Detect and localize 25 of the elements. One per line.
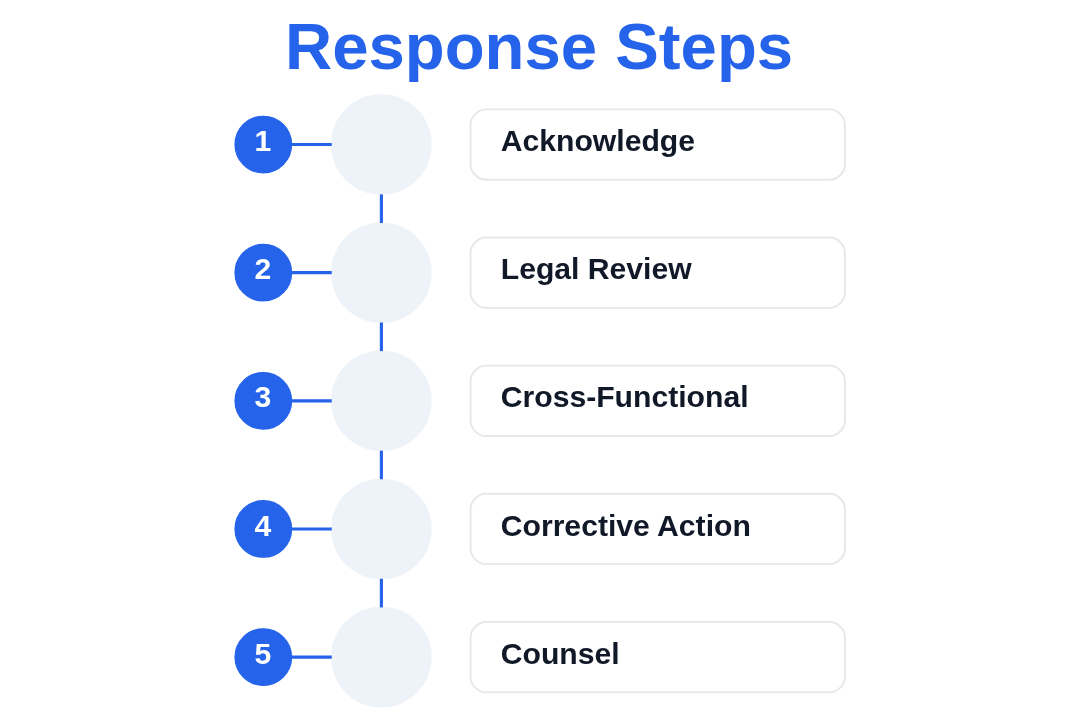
node-circle: 4: [234, 500, 293, 558]
node-box: Counsel: [469, 621, 846, 694]
connector: [291, 399, 332, 403]
diagram-title: Response Steps: [284, 10, 794, 84]
node-circle: [331, 478, 432, 580]
node-box: Legal Review: [469, 236, 846, 309]
node-circle: 2: [234, 243, 293, 302]
connector: [291, 142, 332, 147]
node-circle: [331, 606, 432, 708]
connector: [379, 322, 383, 352]
node-circle: 5: [234, 628, 293, 686]
connector: [379, 450, 383, 480]
node-box: Cross-Functional: [469, 364, 846, 437]
connector: [379, 578, 383, 608]
connector: [291, 655, 332, 659]
connector: [379, 194, 383, 223]
connector: [291, 271, 332, 275]
node-box: Corrective Action: [469, 492, 846, 566]
node-circle: 3: [234, 371, 293, 430]
node-circle: [331, 350, 432, 452]
node-circle: [331, 94, 432, 195]
node-box: Acknowledge: [469, 108, 846, 181]
node-circle: 1: [234, 115, 293, 174]
connector: [291, 527, 332, 531]
node-circle: [331, 222, 432, 323]
